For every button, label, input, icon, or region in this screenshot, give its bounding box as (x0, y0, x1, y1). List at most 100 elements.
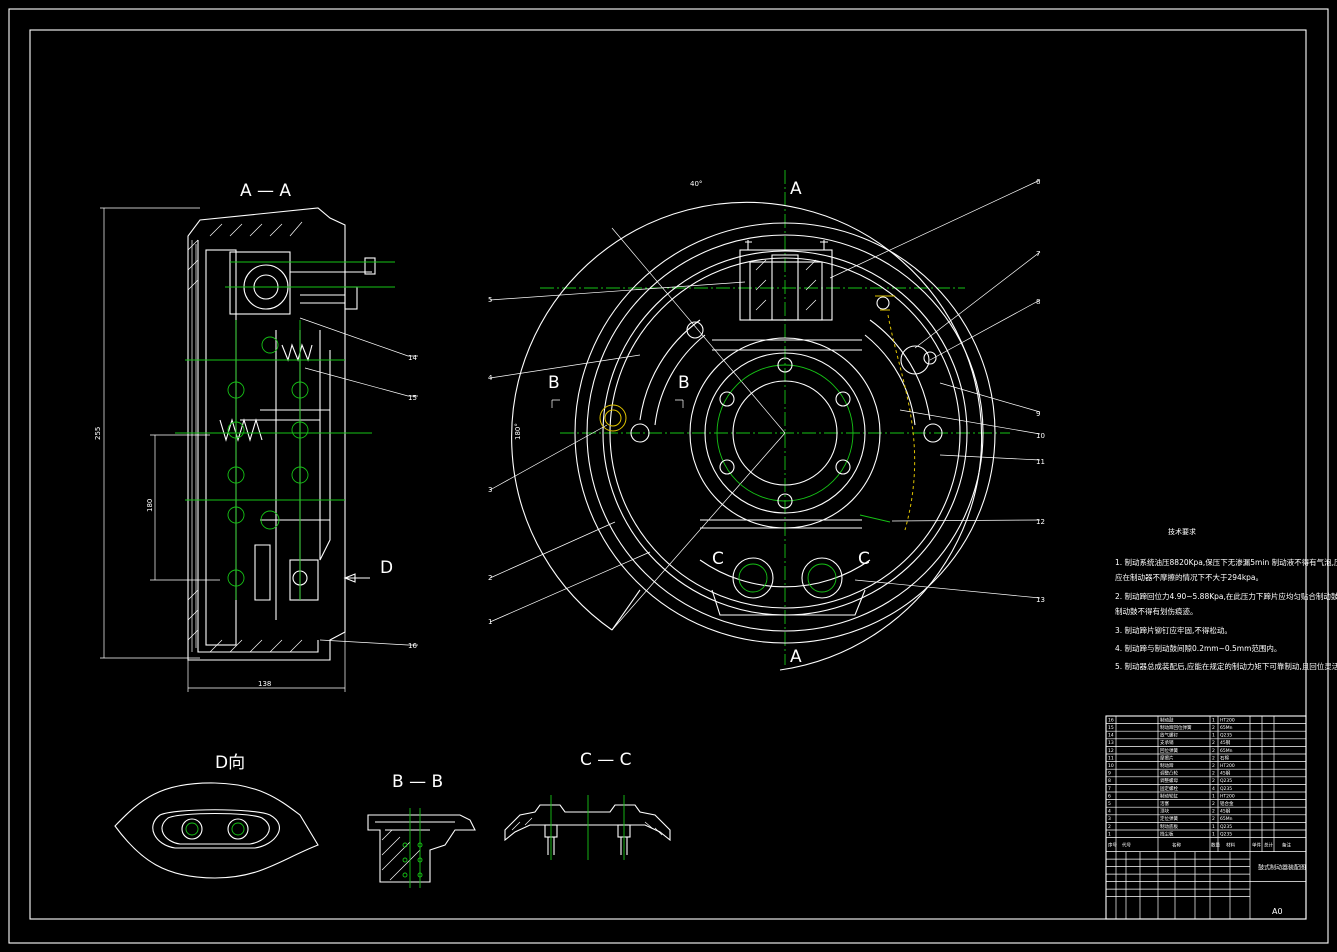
leader-12: 12 (1036, 518, 1045, 526)
parts-row-qty: 2 (1212, 809, 1215, 815)
parts-row-number: 5 (1108, 801, 1111, 807)
parts-row-qty: 1 (1212, 733, 1215, 739)
parts-header-cell: 代号 (1122, 842, 1131, 849)
parts-row-number: 3 (1108, 816, 1111, 822)
parts-row-name: 调整螺母 (1160, 777, 1178, 784)
aa-title: A — A (240, 181, 291, 201)
parts-row-material: 45钢 (1220, 770, 1231, 777)
leader-3: 3 (488, 486, 492, 494)
parts-row-material: Q235 (1220, 786, 1232, 792)
leader-7: 7 (1036, 250, 1040, 258)
parts-header-cell: 总计 (1264, 842, 1273, 849)
parts-row-material: 石棉 (1220, 754, 1229, 761)
dim-inner: 180 (146, 499, 154, 512)
parts-row-number: 8 (1108, 778, 1111, 784)
parts-row-number: 10 (1108, 763, 1114, 769)
parts-row-qty: 2 (1212, 816, 1215, 822)
parts-header-cell: 数量 (1211, 842, 1220, 849)
note-line-7: 5. 制动器总成装配后,应能在规定的制动力矩下可靠制动,且回位灵活无卡滞。 (1115, 661, 1337, 671)
parts-row-number: 7 (1108, 786, 1111, 792)
parts-row-qty: 2 (1212, 801, 1215, 807)
parts-header-cell: 材料 (1226, 842, 1235, 849)
cc-title: C — C (580, 750, 632, 770)
parts-row-number: 4 (1108, 809, 1111, 815)
section-b-right: B (678, 373, 690, 393)
section-b-left: B (548, 373, 560, 393)
outer-frame (8, 8, 1329, 944)
parts-row-qty: 2 (1212, 771, 1215, 777)
parts-row-material: 45钢 (1220, 808, 1231, 815)
leader-16: 16 (408, 642, 417, 650)
parts-row-material: HT200 (1220, 717, 1235, 723)
parts-row-qty: 1 (1212, 831, 1215, 837)
parts-row-qty: 1 (1212, 793, 1215, 799)
parts-row-qty: 2 (1212, 740, 1215, 746)
parts-row-name: 定位弹簧 (1160, 815, 1178, 822)
parts-row-qty: 1 (1212, 717, 1215, 723)
parts-row-name: 制动蹄 (1160, 762, 1174, 769)
parts-row-material: 65Mn (1220, 748, 1233, 754)
arrow-d-label: D (380, 558, 393, 578)
parts-row-name: 顶块 (1160, 808, 1169, 815)
dim-width: 138 (258, 680, 271, 688)
d-title: D向 (215, 753, 245, 773)
section-c-right: C (858, 549, 870, 569)
parts-row-name: 放气螺钉 (1160, 732, 1178, 739)
parts-row-number: 6 (1108, 793, 1111, 799)
section-c-left: C (712, 549, 724, 569)
leader-10: 10 (1036, 432, 1045, 440)
parts-row-material: 65Mn (1220, 816, 1233, 822)
notes-heading: 技术要求 (1168, 527, 1196, 536)
parts-row-number: 12 (1108, 748, 1114, 754)
bb-title: B — B (392, 772, 443, 792)
parts-row-material: HT200 (1220, 763, 1235, 769)
drawing-name: 鼓式制动器装配图 (1258, 864, 1306, 872)
section-a-top: A (790, 179, 802, 199)
parts-row-number: 1 (1108, 831, 1111, 837)
front-view: A A B B C C 40° 180° 5 4 3 2 1 (488, 170, 1045, 671)
inner-frame (29, 29, 1307, 920)
parts-row-number: 2 (1108, 824, 1111, 830)
technical-notes: 技术要求 1. 制动系统油压8820Kpa,保压下无渗漏5min 制动液不得有气… (1115, 527, 1337, 671)
parts-row-name: 固定螺栓 (1160, 785, 1178, 792)
section-view-aa: A — A (94, 181, 418, 692)
parts-row-number: 13 (1108, 740, 1114, 746)
parts-row-name: 制动蹄回位弹簧 (1160, 724, 1192, 731)
leader-8: 8 (1036, 298, 1040, 306)
view-cc: C — C (504, 750, 671, 860)
note-line-4: 制动鼓不得有划伤痕迹。 (1115, 606, 1198, 616)
dim-height: 255 (94, 427, 102, 440)
parts-row-name: 挡尘板 (1160, 830, 1174, 837)
parts-row-number: 15 (1108, 725, 1114, 731)
leader-5: 5 (488, 296, 492, 304)
leader-2: 2 (488, 574, 492, 582)
note-line-6: 4. 制动蹄与制动鼓间隙0.2mm~0.5mm范围内。 (1115, 643, 1281, 653)
parts-row-name: 制动底板 (1160, 823, 1178, 830)
parts-row-material: Q235 (1220, 831, 1232, 837)
parts-row-name: 制动鼓 (1160, 716, 1174, 723)
parts-row-material: 65Mn (1220, 725, 1233, 731)
leader-15: 15 (408, 394, 417, 402)
parts-row-qty: 2 (1212, 755, 1215, 761)
angle-top: 40° (690, 180, 702, 188)
parts-row-material: 45钢 (1220, 739, 1231, 746)
note-line-1: 1. 制动系统油压8820Kpa,保压下无渗漏5min 制动液不得有气泡,压力降… (1115, 557, 1337, 567)
parts-row-name: 活塞 (1160, 800, 1169, 807)
parts-header-cell: 备注 (1282, 842, 1291, 849)
parts-row-qty: 2 (1212, 748, 1215, 754)
angle-left: 180° (514, 423, 522, 440)
parts-header-cell: 序号 (1108, 842, 1117, 849)
parts-row-name: 支承销 (1160, 739, 1174, 746)
parts-row-material: Q235 (1220, 733, 1232, 739)
sheet-size: A0 (1272, 907, 1283, 916)
parts-row-material: HT200 (1220, 793, 1235, 799)
parts-row-number: 16 (1108, 717, 1114, 723)
parts-row-number: 9 (1108, 771, 1111, 777)
parts-row-number: 14 (1108, 733, 1114, 739)
view-bb: B — B (367, 772, 476, 888)
note-line-3: 2. 制动蹄回位力4.90~5.88Kpa,在此压力下蹄片应均匀贴合制动鼓 (1115, 591, 1337, 601)
leader-4: 4 (488, 374, 493, 382)
leader-9: 9 (1036, 410, 1040, 418)
